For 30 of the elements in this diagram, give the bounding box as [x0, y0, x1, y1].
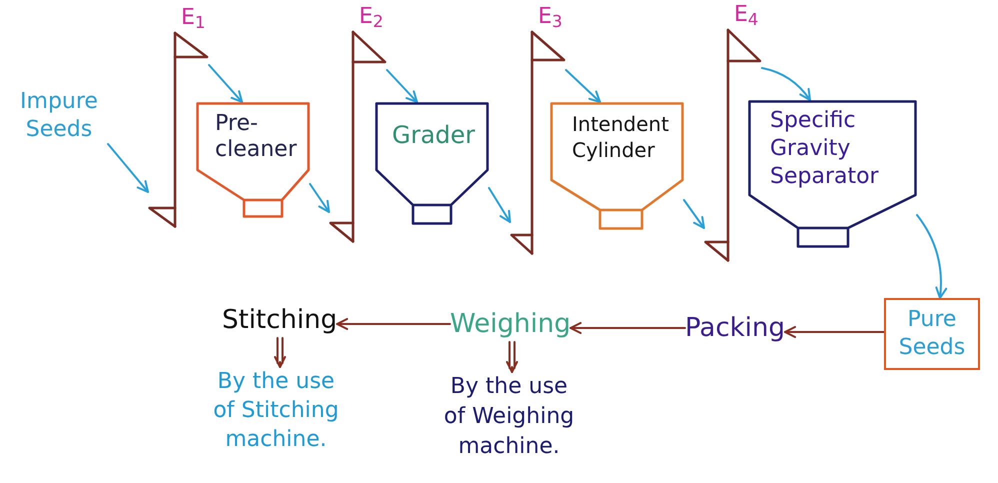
elevator-label: E$_{2}$	[359, 4, 384, 30]
double-arrow	[506, 341, 518, 373]
elevator-label: E$_{3}$	[538, 4, 562, 30]
elevator-label: E$_{4}$	[734, 2, 758, 28]
machine-label: Intendent Cylinder	[572, 111, 670, 163]
double-arrow	[274, 337, 286, 368]
step-label: Stitching	[222, 304, 338, 336]
product-box	[884, 298, 980, 370]
flow-arrow	[208, 64, 243, 103]
product-label: Pure Seeds	[898, 306, 966, 362]
flow-arrow	[309, 183, 330, 213]
flow-arrow	[683, 199, 705, 229]
material-label: Impure Seeds	[19, 88, 99, 144]
flow-arrow	[784, 326, 885, 338]
flow-arrow	[570, 322, 686, 334]
flow-arrow	[565, 69, 601, 103]
flow-arrow	[488, 187, 511, 223]
flow-arrow	[916, 214, 947, 299]
flow-arrow	[386, 69, 418, 103]
method-note: By the use of Stitching machine.	[212, 368, 340, 454]
elevator-label: E$_{1}$	[181, 5, 206, 31]
method-note: By the use of Weighing machine.	[442, 373, 576, 461]
machine-label: Pre-cleaner	[215, 111, 298, 163]
step-label: Packing	[685, 312, 786, 344]
flow-arrow	[107, 143, 149, 193]
flow-arrow	[336, 318, 451, 330]
machine-label: Grader	[392, 120, 476, 150]
step-label: Weighing	[450, 308, 571, 340]
machine-label: Specific Gravity Separator	[770, 107, 880, 191]
flow-arrow	[761, 67, 811, 101]
